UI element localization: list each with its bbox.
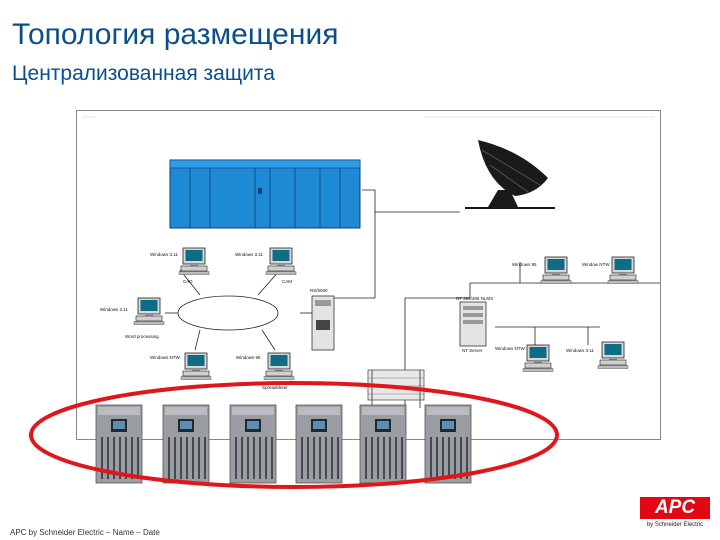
workstation-label-1: Windows 3.11	[150, 252, 178, 257]
workstation-5	[263, 352, 295, 380]
workstation-1	[178, 247, 210, 275]
workstation-label-8: Windows NTW	[495, 346, 526, 351]
cad-label: CAD	[183, 279, 193, 284]
ups-unit-2	[162, 404, 210, 484]
mainframe-icon	[169, 159, 361, 229]
spreadsheet-label: Spreadsheet	[262, 385, 288, 390]
slide-subtitle: Централизованная защита	[12, 62, 275, 85]
workstation-label-4: Windows NTW	[150, 355, 181, 360]
footer-text: APC by Schneider Electric – Name – Date	[10, 528, 160, 537]
nt-server-label: NT Server	[462, 348, 483, 353]
rs6000-label: RS/6000	[310, 288, 328, 293]
workstation-label-9: Windows 3.11	[566, 348, 594, 353]
netware-label: NT 386/486 NLMS	[456, 296, 493, 301]
workstation-6	[540, 256, 572, 284]
apc-logo-sub: by Schneider Electric	[646, 522, 704, 528]
apc-logo: APC by Schneider Electric	[640, 497, 710, 533]
workstation-label-7: Window NTW	[582, 262, 610, 267]
rs6000-server-icon	[311, 295, 335, 351]
workstation-3	[133, 297, 165, 325]
nt-server-icon	[459, 301, 487, 347]
cam-label: CAM	[282, 279, 292, 284]
workstation-9	[597, 341, 629, 369]
slide-title: Топология размещения	[12, 18, 339, 51]
workstation-label-6: Windows 95	[512, 262, 537, 267]
workstation-7	[607, 256, 639, 284]
apc-logo-mark: APC	[640, 497, 710, 519]
ups-unit-5	[359, 404, 407, 484]
processing-label: Word processing	[125, 334, 159, 339]
ups-unit-6	[424, 404, 472, 484]
satellite-dish-icon	[465, 140, 555, 209]
highlight-ellipse	[29, 381, 559, 489]
workstation-label-2: Windows 3.11	[235, 252, 263, 257]
ups-unit-4	[295, 404, 343, 484]
workstation-label-3: Windows 3.11	[100, 307, 128, 312]
workstation-label-5: Windows 95	[236, 355, 261, 360]
ups-unit-3	[229, 404, 277, 484]
workstation-2	[265, 247, 297, 275]
workstation-8	[522, 344, 554, 372]
token-ring	[177, 295, 279, 331]
workstation-4	[180, 352, 212, 380]
